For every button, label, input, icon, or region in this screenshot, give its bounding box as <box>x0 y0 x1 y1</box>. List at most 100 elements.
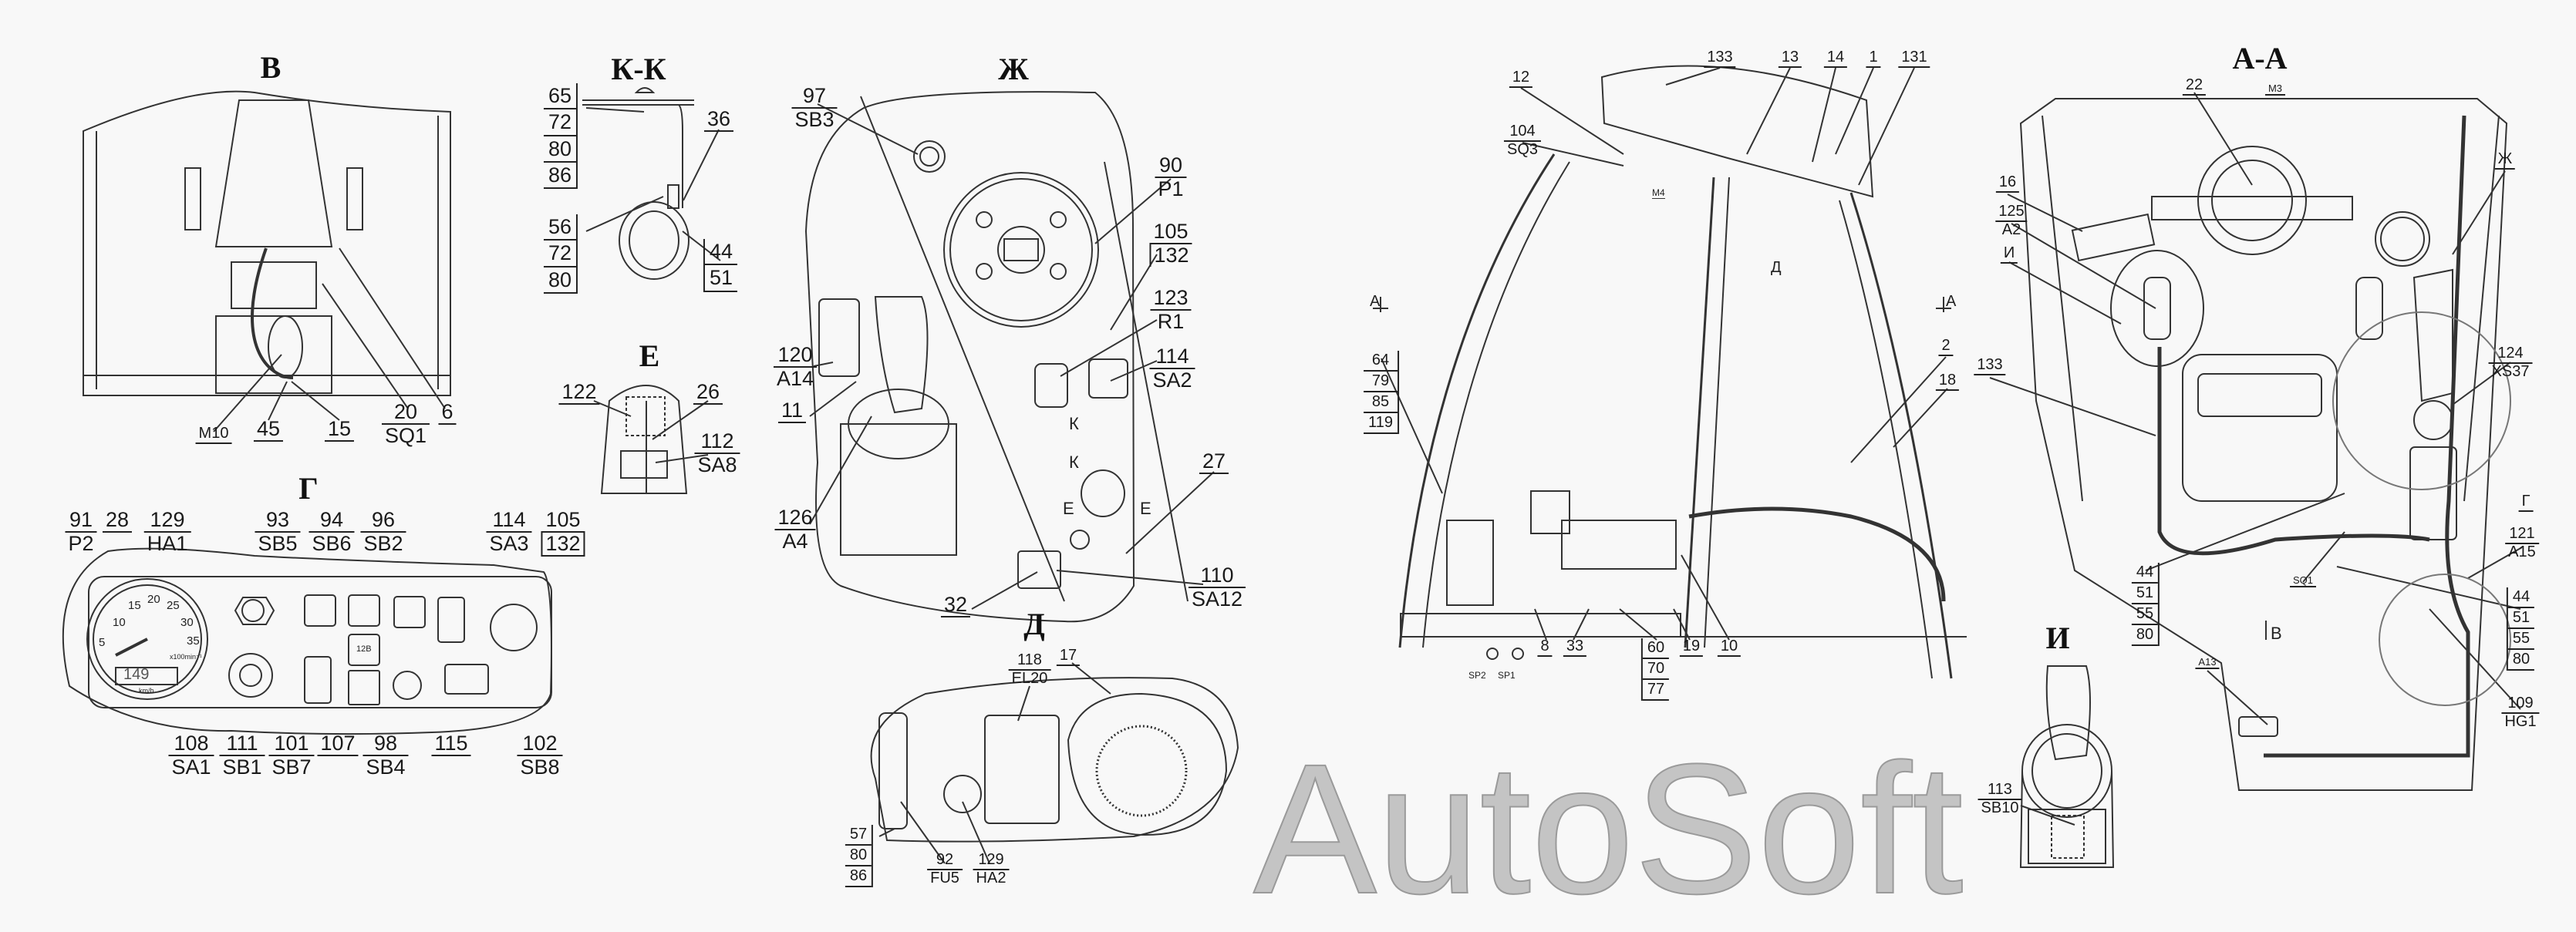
callout-12: 12 <box>1509 69 1533 88</box>
callout-number: 13 <box>1778 49 1802 68</box>
section-mark-a-left: А <box>1370 293 1381 310</box>
callout-number: 33 <box>1563 638 1587 657</box>
callout-number: 125 <box>1995 203 2028 222</box>
callout-number: 112 <box>694 429 740 455</box>
callout-115: 115 <box>431 732 471 757</box>
callout-number: 51 <box>704 265 738 292</box>
callout-number: 55 <box>2131 604 2159 625</box>
speed-unit: km/h <box>139 687 154 695</box>
label-sp2: SP2 <box>1468 670 1486 681</box>
section-mark-e: Е <box>1063 499 1074 518</box>
callout-number: 108 <box>168 732 214 757</box>
view-kk-drawing <box>582 87 721 280</box>
callout-19: 19 <box>1679 638 1704 657</box>
callout-33: 33 <box>1563 638 1587 657</box>
callout-designator: HG1 <box>2504 712 2537 730</box>
callout-number: 26 <box>693 380 723 405</box>
callout-number: 121 <box>2505 525 2539 544</box>
callout-designator: SB10 <box>1981 799 2019 816</box>
callout-number: 64 <box>1364 351 1398 372</box>
callout-number: 85 <box>1364 392 1398 413</box>
callout-number: 12 <box>1509 69 1533 88</box>
callout-number: 72 <box>543 241 577 267</box>
callout-131: 131 <box>1898 49 1930 68</box>
callout-number: 2 <box>1938 337 1954 356</box>
callout-number: 133 <box>1974 356 2006 375</box>
callout-number: 94 <box>309 508 355 533</box>
callout-15: 15 <box>324 417 355 442</box>
callout-number: 70 <box>1642 659 1670 680</box>
view-arrow-d: Д <box>1771 259 1782 276</box>
callout-designator: 132 <box>1149 244 1192 267</box>
callout-designator: SA2 <box>1152 368 1192 392</box>
callout-number: 105 <box>541 508 585 533</box>
callout-number: 107 <box>317 732 359 757</box>
callout-number: 133 <box>1704 49 1736 68</box>
callout-1: 1 <box>1866 49 1881 68</box>
callout-designator: SB4 <box>366 755 406 779</box>
callout-number: 131 <box>1898 49 1930 68</box>
callout-g: Г <box>2518 493 2534 512</box>
callout-number: 15 <box>324 417 355 442</box>
callout-number: 129 <box>973 851 1010 870</box>
callout-designator: SA1 <box>171 755 211 779</box>
callout-18: 18 <box>1935 372 1960 391</box>
callout-number: 8 <box>1537 638 1553 657</box>
callout-number: 17 <box>1056 647 1081 666</box>
callout-stack-57: 57 80 86 <box>845 825 874 887</box>
gauge-tick: 25 <box>167 599 180 612</box>
callout-17: 17 <box>1056 647 1081 666</box>
callout-number: 72 <box>543 109 577 136</box>
callout-number: 45 <box>253 417 284 442</box>
section-mark-k: К <box>1069 453 1079 472</box>
callout-designator: HA2 <box>976 869 1006 887</box>
callout-number: 86 <box>845 866 872 887</box>
callout-number: 55 <box>2507 629 2535 650</box>
callout-number: 11 <box>777 399 807 424</box>
callout-number: 16 <box>1995 173 2020 193</box>
callout-number: 120 <box>773 343 818 368</box>
callout-number: A13 <box>2195 656 2220 670</box>
callout-stack-44-left: 44 51 55 80 <box>2131 563 2160 646</box>
view-e-title: Е <box>639 338 660 373</box>
callout-8: 8 <box>1537 638 1553 657</box>
view-kk-title: К-К <box>611 52 666 86</box>
view-d-drawing <box>870 662 1239 864</box>
callout-designator: SA12 <box>1191 587 1243 611</box>
view-i-drawing <box>2019 665 2115 868</box>
side-view-drawing <box>1373 65 1967 679</box>
callout-number: 118 <box>1008 651 1051 671</box>
thread-label-m4: M4 <box>1652 187 1665 200</box>
callout-number: 10 <box>1717 638 1741 657</box>
callout-14: 14 <box>1823 49 1848 68</box>
callout-designator: SQ3 <box>1506 140 1539 158</box>
callout-number: 80 <box>2507 650 2535 671</box>
gauge-tick: 5 <box>99 636 106 649</box>
callout-number: Ж <box>2494 150 2516 170</box>
callout-designator: SB8 <box>520 755 560 779</box>
callout-number: 98 <box>362 732 409 757</box>
callout-number: 92 <box>927 851 963 870</box>
callout-number: 91 <box>65 508 97 533</box>
callout-2: 2 <box>1938 337 1954 356</box>
callout-designator: P2 <box>68 532 94 556</box>
callout-m3: M3 <box>2264 82 2286 96</box>
view-zh-drawing <box>804 91 1215 623</box>
view-arrow-v: В <box>2271 624 2282 643</box>
callout-number: 57 <box>845 825 872 846</box>
callout-number: M3 <box>2264 82 2286 96</box>
callout-number: 80 <box>543 267 577 294</box>
